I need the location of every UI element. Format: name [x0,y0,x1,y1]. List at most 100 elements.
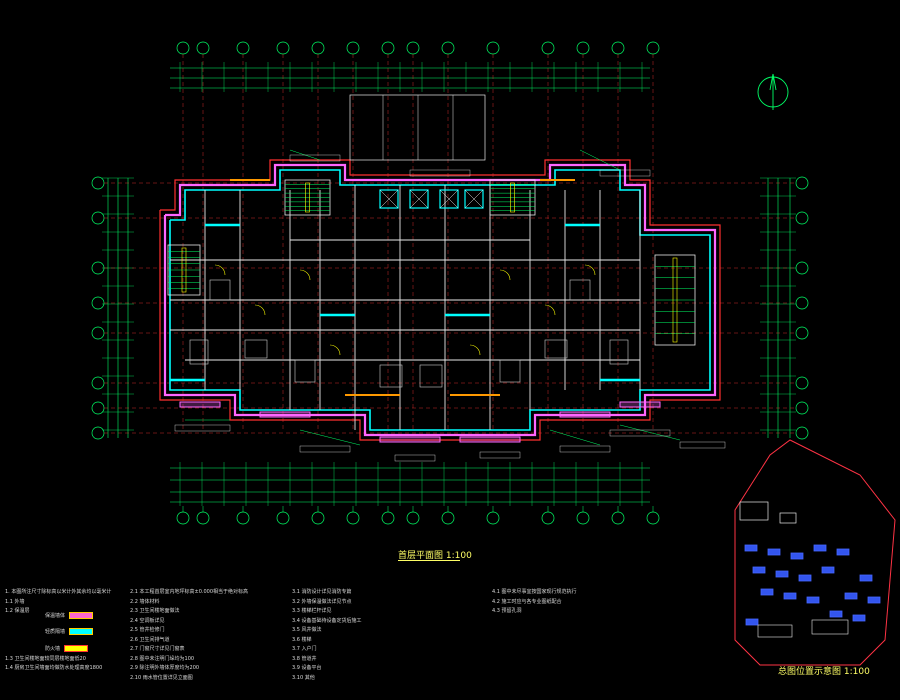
grid-bubble [91,376,105,390]
grid-bubble [311,511,325,525]
grid-bubble [236,41,250,55]
note-line: 1.4 厨房卫生间墙面均做防水处理高度1800 [5,665,103,671]
furniture [499,359,521,383]
door-swing [329,344,341,356]
stair-handrail [672,257,678,343]
site-building [783,592,797,600]
grid-bubble [91,211,105,225]
notes-column-4: 4.1 图中未尽事宜按国家现行规范执行 4.2 施工时应与各专业图纸配合 4.3… [492,588,577,617]
note-line: 3.1 消防设计详见消防专篇 [292,589,352,595]
grid-bubble [311,41,325,55]
site-building [790,552,804,560]
grid-bubble [276,41,290,55]
grid-bubble [406,41,420,55]
note-line [5,636,111,646]
note-line: 2.1 本工程首层室内地坪标高±0.000相当于绝对标高 [130,589,249,595]
grid-bubble [611,41,625,55]
grid-bubble [795,296,809,310]
furniture [189,339,209,365]
note-line: 3.7 入户门 [292,646,317,652]
grid-bubble [646,511,660,525]
legend-label: 保温墙体 [45,613,66,619]
door-swing [214,264,226,276]
building-outline [159,159,721,441]
note-line: 2.10 雨水管位置详见立面图 [130,674,193,681]
site-boundary [734,439,896,666]
site-building [844,592,858,600]
note-line: 2.3 卫生间楼地面做法 [130,608,180,614]
site-plan-title: 总图位置示意图 1:100 [778,664,870,677]
annotation-tag [174,424,231,432]
note-line: 4.2 施工时应与各专业图纸配合 [492,598,562,605]
grid-bubble [346,511,360,525]
note-line: 2.7 门窗尺寸详见门窗表 [130,646,185,652]
main-plan-title-text: 首层平面图 [398,551,444,561]
north-arrow-needle [772,73,777,91]
elevator-shaft [409,189,429,209]
furniture [294,359,316,383]
legend-label: 轻质隔墙 [45,629,66,635]
note-line: 2.8 图中未注明门垛均为100 [130,655,195,662]
grid-bubble [91,296,105,310]
grid-bubble [576,41,590,55]
annotation-tag [559,445,611,453]
grid-bubble [541,41,555,55]
window [379,436,441,443]
grid-bubble [276,511,290,525]
grid-bubble [196,511,210,525]
note-line: 2.4 空调板详见 [130,617,165,624]
legend-item-2: 轻质隔墙 [45,628,94,635]
grid-bubble [611,511,625,525]
stair-handrail [510,182,515,213]
legend-item-3: 防火墙 [45,645,89,652]
grid-bubble [441,511,455,525]
furniture [544,339,568,359]
grid-bubble [406,511,420,525]
grid-bubble [91,176,105,190]
annotation-tag [289,154,341,162]
grid-bubble [795,401,809,415]
grid-bubble [795,326,809,340]
site-building [867,596,881,604]
annotation-tag [679,441,726,449]
site-building [767,548,781,556]
note-line: 3.9 设备平台 [292,665,322,671]
door-swing [469,344,481,356]
furniture [569,279,591,301]
grid-bubble [176,511,190,525]
annotation-tag [479,451,521,459]
entrance-canopy [349,94,486,161]
door-swing [584,264,596,276]
note-line: 3.6 楼梯 [292,636,312,643]
main-plan-scale: 1:100 [445,551,472,561]
site-building [744,544,758,552]
door-swing [299,269,311,281]
door-swing [254,304,266,316]
note-line: 2.2 墙体材料 [130,598,160,605]
main-plan-title: 首层平面图 1:100 [398,548,472,561]
grid-bubble [576,511,590,525]
furniture [209,279,231,301]
elevator-shaft [439,189,459,209]
grid-bubble [795,261,809,275]
site-building [829,610,843,618]
elevator-x [464,189,484,209]
site-building [752,566,766,574]
grid-bubble [91,326,105,340]
window [179,401,221,408]
site-building [745,618,759,626]
annotation-tag [609,429,671,437]
site-building [859,574,873,582]
note-line: 4.1 图中未尽事宜按国家现行规范执行 [492,589,577,595]
window [619,401,661,408]
furniture [379,364,403,388]
site-building [813,544,827,552]
grid-bubble [196,41,210,55]
note-line: 1.3 卫生间楼地面较同层楼地面低20 [5,655,86,662]
site-building [836,548,850,556]
site-building-outline [811,619,849,635]
annotation-tag [599,169,651,177]
site-building [775,570,789,578]
